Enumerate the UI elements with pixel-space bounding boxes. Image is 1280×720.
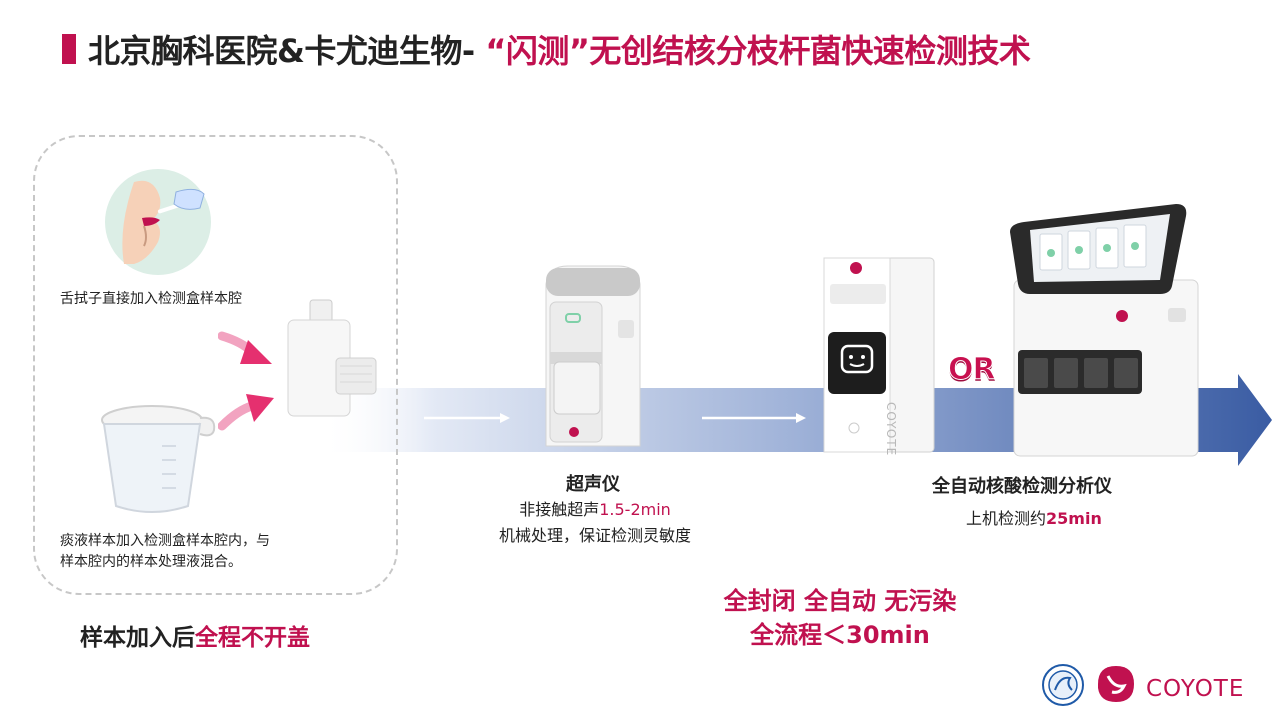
or-label: OR (948, 352, 997, 388)
full-analyzer-illustration (1010, 204, 1199, 457)
ultrasonic-device-illustration (545, 265, 641, 447)
ultrasonic-label: 超声仪 (566, 474, 620, 495)
bottom-note-prefix: 样本加入后 (80, 625, 195, 651)
analyzer-desc: 上机检测约25min (966, 506, 1102, 532)
slogan: 全封闭 全自动 无污染 全流程＜30min (690, 584, 990, 652)
ultrasonic-desc-prefix: 非接触超声 (519, 500, 600, 519)
slogan-line1: 全封闭 全自动 无污染 (723, 587, 957, 615)
slogan-line2: 全流程＜30min (750, 621, 930, 649)
mini-analyzer-brand: COYOTE (884, 402, 898, 457)
insert-arrow-icon (218, 331, 272, 364)
detection-cartridge-illustration (287, 299, 377, 417)
sputum-caption-line2: 样本腔内的样本处理液混合。 (60, 554, 242, 570)
title-prefix: 北京胸科医院&卡尤迪生物- (88, 32, 486, 70)
sample-input-panel (33, 135, 398, 595)
analyzer-time-value: 25min (1046, 509, 1102, 528)
ultrasonic-time-value: 1.5-2min (599, 500, 671, 519)
ultrasonic-desc-line2: 机械处理，保证检测灵敏度 (498, 526, 691, 545)
flow-step-arrow-1 (424, 413, 510, 423)
page-title: 北京胸科医院&卡尤迪生物- “闪测”无创结核分枝杆菌快速检测技术 (88, 26, 1031, 72)
ultrasonic-desc-line1: 非接触超声1.5-2min (470, 497, 720, 523)
sputum-caption-line1: 痰液样本加入检测盒样本腔内，与 (60, 533, 270, 549)
mini-analyzer-illustration (823, 257, 935, 453)
title-highlight: “闪测”无创结核分枝杆菌快速检测技术 (485, 32, 1031, 70)
hospital-logo-icon (1042, 664, 1084, 706)
sample-closed-note: 样本加入后全程不开盖 (80, 618, 310, 652)
analyzer-desc-prefix: 上机检测约 (966, 509, 1047, 528)
flow-step-arrow-2 (702, 413, 806, 423)
bottom-note-highlight: 全程不开盖 (195, 625, 310, 651)
sputum-cup-illustration (101, 405, 216, 513)
coyote-logo-icon (1098, 666, 1134, 702)
brand-name: COYOTE (1146, 676, 1245, 702)
insert-arrow-icon (218, 394, 274, 431)
title-accent-bar (62, 34, 76, 64)
tongue-swab-illustration (105, 169, 211, 275)
analyzer-label: 全自动核酸检测分析仪 (932, 476, 1112, 497)
swab-caption: 舌拭子直接加入检测盒样本腔 (60, 291, 242, 307)
